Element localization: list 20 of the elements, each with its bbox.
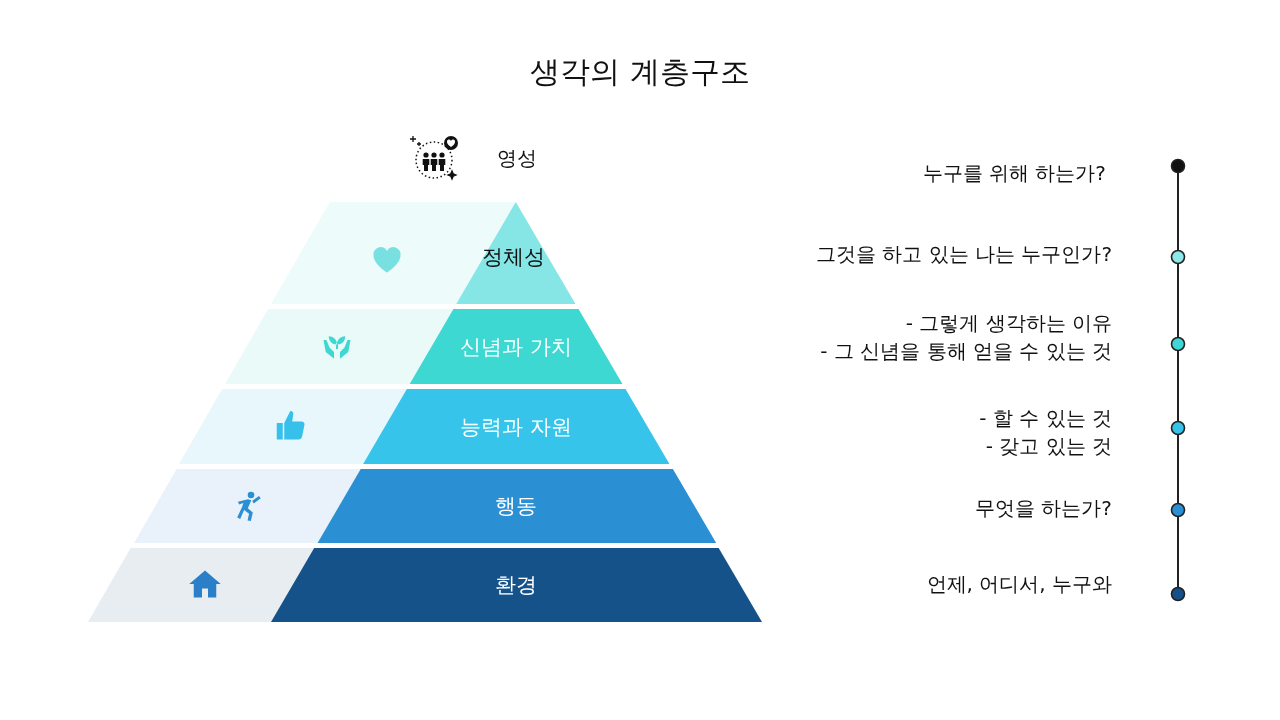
description-text: 그것을 하고 있는 나는 누구인가?	[815, 241, 1112, 268]
tier-label: 환경	[495, 572, 538, 599]
description-text: - 그렇게 생각하는 이유	[905, 310, 1112, 337]
pyramid-tier	[225, 309, 623, 384]
tier-label: 정체성	[482, 244, 546, 271]
pyramid-tier	[271, 202, 576, 304]
description-text: - 그 신념을 통해 얻을 수 있는 것	[820, 338, 1112, 365]
description-text: - 할 수 있는 것	[979, 405, 1112, 432]
title: 생각의 계층구조	[529, 53, 751, 91]
description-text: 무엇을 하는가?	[975, 495, 1112, 522]
description-text: 누구를 위해 하는가?	[922, 160, 1106, 187]
pyramid-tier	[179, 389, 670, 464]
description-text: 언제, 어디서, 누구와	[926, 571, 1112, 598]
pyramid-tier	[88, 548, 762, 622]
tier-label: 능력과 자원	[460, 413, 573, 441]
tier-label: 신념과 가치	[460, 333, 572, 361]
tier-label: 행동	[495, 493, 538, 520]
level-label: 영성	[497, 145, 537, 172]
description-text: - 갖고 있는 것	[985, 433, 1112, 460]
pyramid-tier	[133, 469, 716, 543]
